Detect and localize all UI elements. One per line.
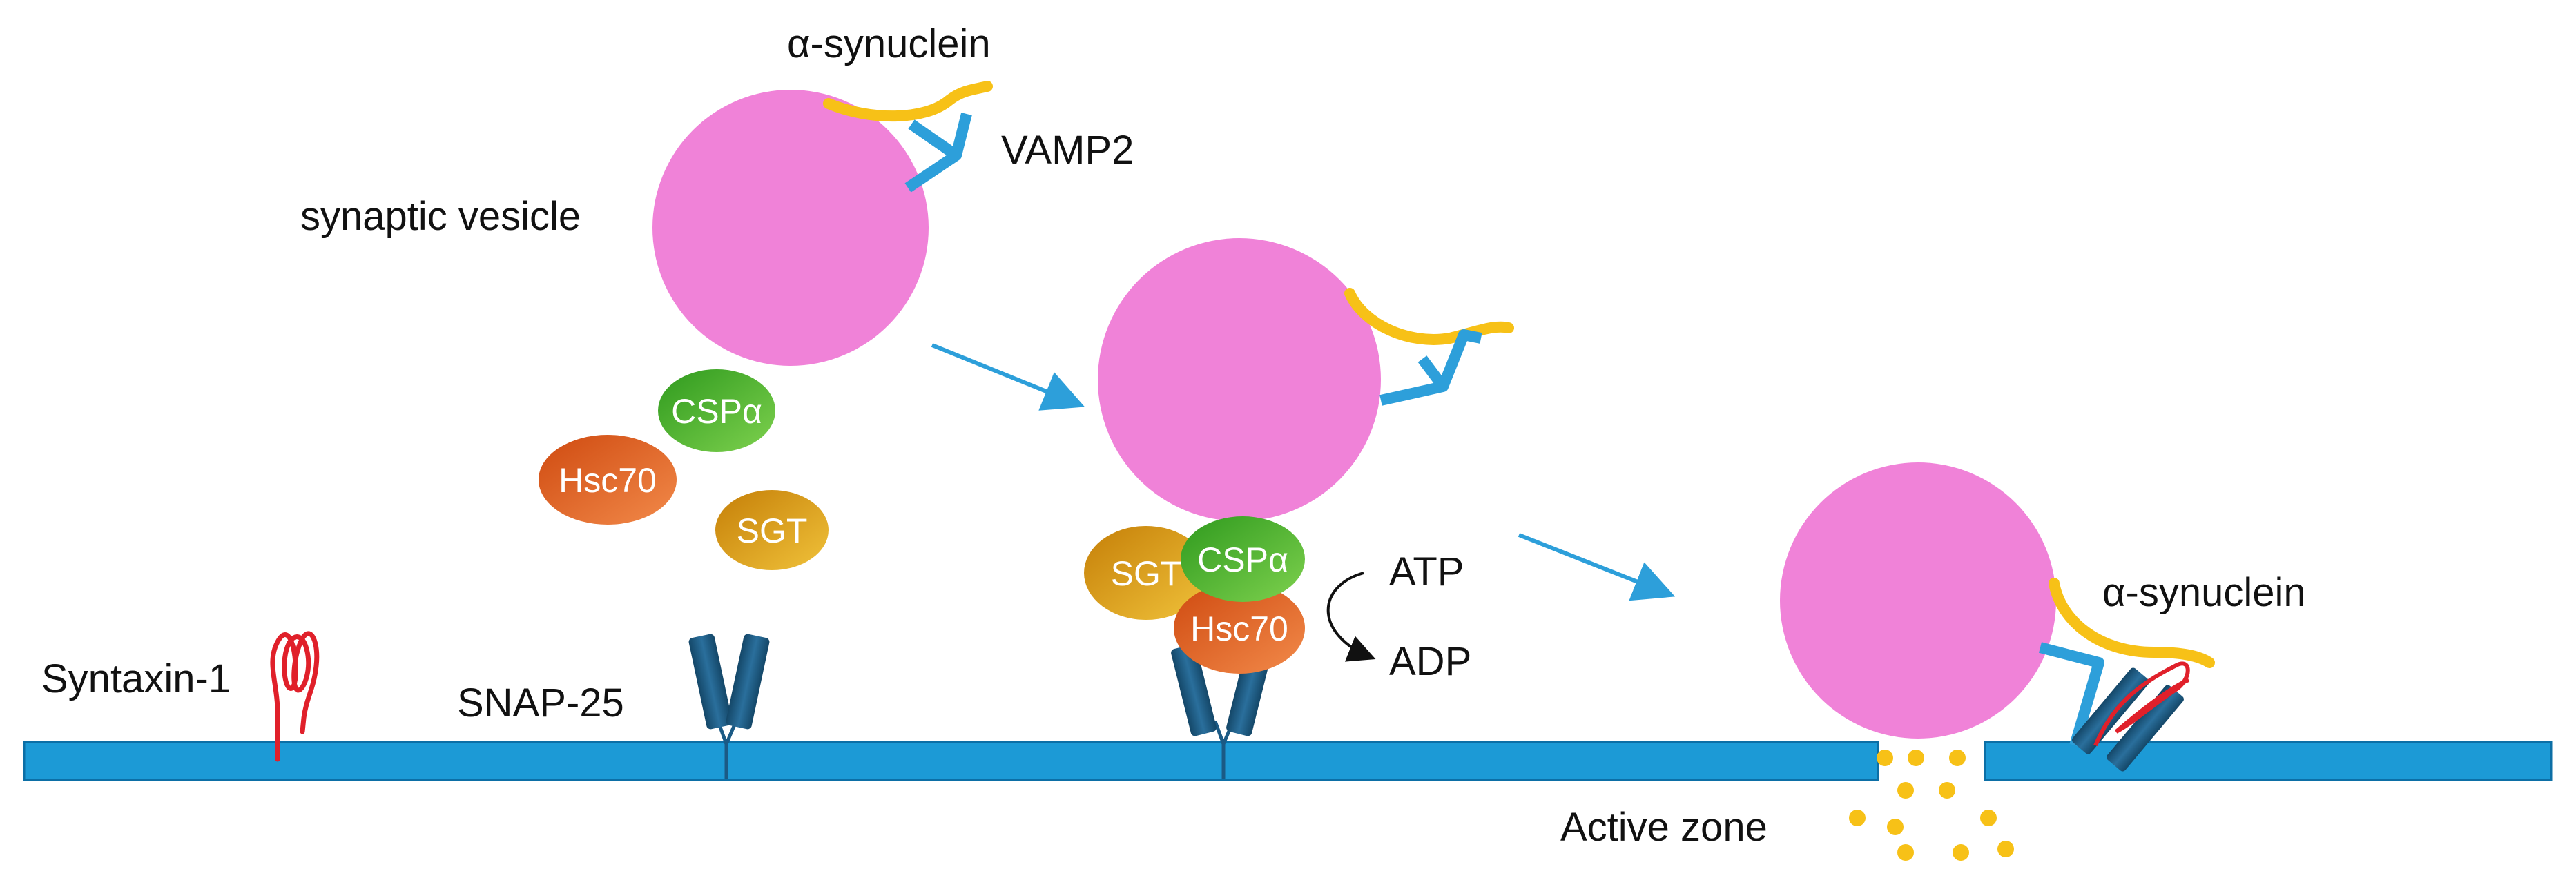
vamp2-2 [1379,329,1482,406]
vamp2-3 [2038,642,2104,748]
syntaxin-1-protein [270,631,320,762]
atp-adp-arrow [1326,572,1376,662]
label-vamp2: VAMP2 [1001,128,1134,173]
label-syntaxin-1: Syntaxin-1 [41,656,231,701]
synaptic-vesicle-2 [1098,238,1514,521]
csp-alpha-bound: CSPα [1181,516,1305,602]
svg-text:SGT: SGT [1111,554,1182,593]
label-atp: ATP [1389,549,1464,594]
synaptic-vesicle-3 [1780,462,2215,772]
label-alpha-synuclein-top: α-synuclein [787,21,991,66]
svg-text:CSPα: CSPα [671,392,762,431]
svg-text:Hsc70: Hsc70 [1190,609,1288,648]
alpha-synuclein-3 [2049,578,2215,668]
sgt-bound: SGT [1084,526,1208,620]
label-snap-25: SNAP-25 [457,681,624,725]
sgt-free: SGT [715,490,829,570]
snare-complex [2072,661,2190,772]
label-synaptic-vesicle: synaptic vesicle [300,194,581,239]
chaperone-complex-free: CSPα Hsc70 SGT [539,369,829,570]
synaptic-vesicle-1 [652,81,993,366]
label-alpha-synuclein-right: α-synuclein [2102,570,2306,615]
csp-alpha-free: CSPα [658,369,775,452]
svg-text:CSPα: CSPα [1197,540,1288,579]
plasma-membrane [23,741,2553,781]
step-arrow-1 [931,343,1085,411]
snap-25-left [688,634,770,779]
svg-text:Hsc70: Hsc70 [559,461,657,500]
hsc70-free: Hsc70 [539,435,677,525]
label-active-zone: Active zone [1560,805,1768,850]
step-arrow-2 [1518,533,1676,601]
label-adp: ADP [1389,639,1471,684]
chaperone-complex-bound: SGT Hsc70 CSPα [1084,516,1305,674]
hsc70-bound: Hsc70 [1174,583,1305,674]
vamp2-1 [904,113,972,193]
svg-text:SGT: SGT [737,511,808,550]
neurotransmitter-release [1849,750,2014,861]
alpha-synuclein-2 [1344,288,1514,345]
alpha-synuclein-1 [823,81,993,122]
